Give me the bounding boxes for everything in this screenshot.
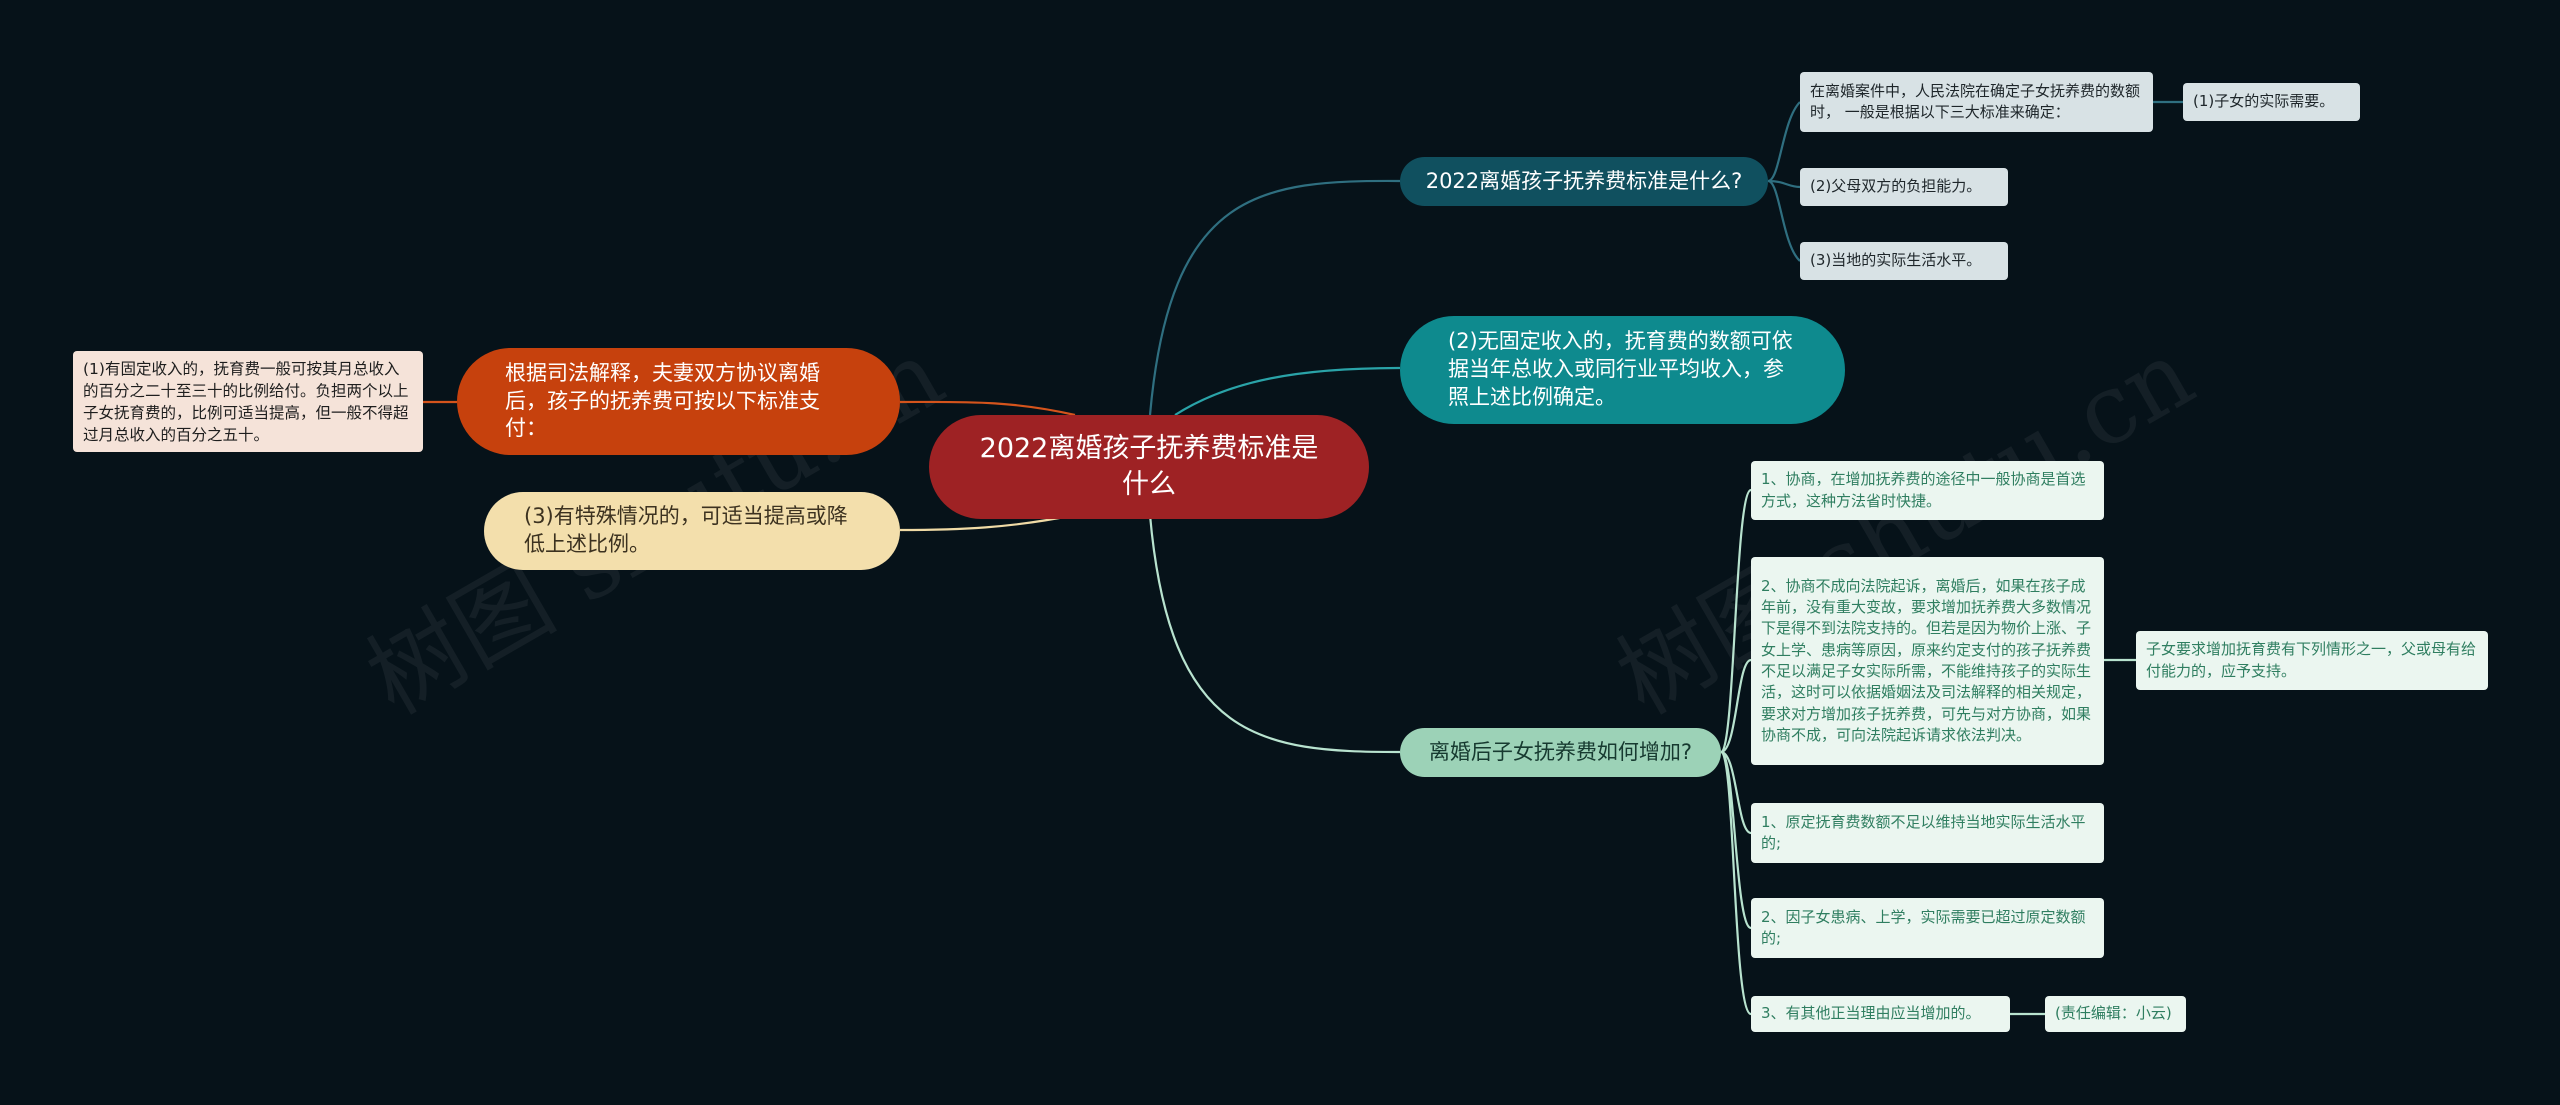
branch-judicial-interpretation[interactable]: 根据司法解释，夫妻双方协议离婚后，孩子的抚养费可按以下标准支付： [457, 348, 900, 455]
connector-standard-children [1767, 101, 1801, 262]
branch-standard-question[interactable]: 2022离婚孩子抚养费标准是什么? [1400, 157, 1768, 206]
leaf-court-lawsuit[interactable]: 2、协商不成向法院起诉，离婚后，如果在孩子成年前，没有重大变故，要求增加抚养费大… [1751, 557, 2104, 765]
branch-special-circumstances[interactable]: (3)有特殊情况的，可适当提高或降低上述比例。 [484, 492, 900, 570]
leaf-fixed-income[interactable]: (1)有固定收入的，抚育费一般可按其月总收入的百分之二十至三十的比例给付。负担两… [73, 351, 423, 452]
connector-root-judicial [899, 400, 1076, 417]
leaf-increase-conditions[interactable]: 子女要求增加抚育费有下列情形之一，父或母有给付能力的，应予支持。 [2136, 631, 2488, 690]
leaf-actual-needs[interactable]: (1)子女的实际需要。 [2183, 83, 2360, 121]
leaf-local-living-standard[interactable]: (3)当地的实际生活水平。 [1800, 242, 2008, 280]
connector-root-noincome [1174, 366, 1401, 416]
connector-root-increase [1148, 514, 1401, 754]
connector-root-standard [1148, 179, 1401, 416]
branch-no-fixed-income[interactable]: (2)无固定收入的，抚育费的数额可依据当年总收入或同行业平均收入，参照上述比例确… [1400, 316, 1845, 424]
leaf-negotiation[interactable]: 1、协商，在增加抚养费的途径中一般协商是首选方式，这种方法省时快捷。 [1751, 461, 2104, 520]
leaf-illness-school[interactable]: 2、因子女患病、上学，实际需要已超过原定数额的; [1751, 898, 2104, 958]
leaf-insufficient-amount[interactable]: 1、原定抚育费数额不足以维持当地实际生活水平的; [1751, 803, 2104, 863]
connector-root-special [899, 513, 1076, 532]
leaf-other-reasons[interactable]: 3、有其他正当理由应当增加的。 [1751, 996, 2010, 1032]
leaf-three-standards[interactable]: 在离婚案件中，人民法院在确定子女抚养费的数额时， 一般是根据以下三大标准来确定： [1800, 72, 2153, 132]
leaf-parents-ability[interactable]: (2)父母双方的负担能力。 [1800, 168, 2008, 206]
leaf-editor-note[interactable]: (责任编辑：小云) [2045, 996, 2186, 1032]
connector-increase-children [1719, 488, 1753, 1016]
root-topic[interactable]: 2022离婚孩子抚养费标准是什么 [929, 415, 1369, 519]
branch-increase-question[interactable]: 离婚后子女抚养费如何增加? [1400, 728, 1721, 777]
